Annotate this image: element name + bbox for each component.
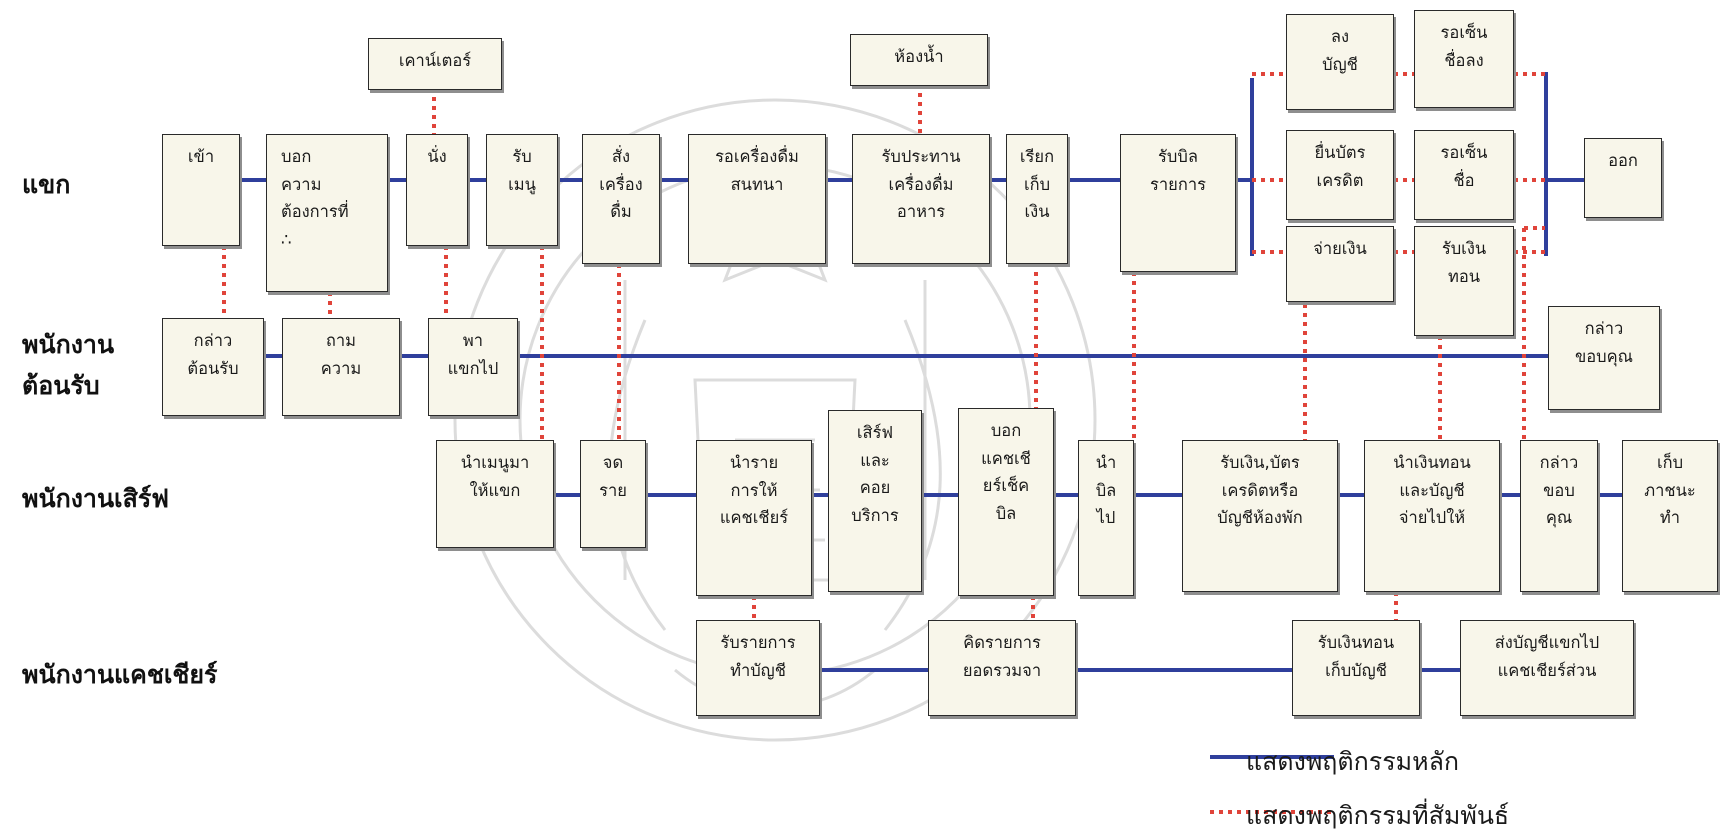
box-ask-need: ถาม ความ — [282, 318, 400, 416]
box-wait-sign-account: รอเซ็น ชื่อลง — [1414, 10, 1514, 108]
box-return-change: นำเงินทอน และบัญชี จ่ายไปให้ — [1364, 440, 1500, 592]
box-clear-table: เก็บ ภาชนะ ทำ — [1622, 440, 1718, 592]
box-wait-sign-card: รอเซ็น ชื่อ — [1414, 130, 1514, 220]
legend-main-label: แสดงพฤติกรรมหลัก — [1246, 747, 1460, 776]
box-sign-account: ลง บัญชี — [1286, 14, 1394, 110]
box-call-bill: เรียก เก็บ เงิน — [1006, 134, 1068, 264]
box-counter: เคาน์เตอร์ — [368, 38, 502, 90]
lane-label-receptionist: พนักงาน ต้อนรับ — [22, 330, 115, 401]
box-exit: ออก — [1584, 138, 1662, 218]
box-order-drink: สั่ง เครื่อง ดื่ม — [582, 134, 660, 264]
box-send-account: ส่งบัญชีแขกไป แคชเชียร์ส่วน — [1460, 620, 1634, 716]
box-eat: รับประทาน เครื่องดื่ม อาหาร — [852, 134, 990, 264]
box-pay-cash: จ่ายเงิน — [1286, 226, 1394, 302]
box-collect-payment: รับเงิน,บัตร เครดิตหรือ บัญชีห้องพัก — [1182, 440, 1338, 592]
box-calc-total: คิดรายการ ยอดรวมจา — [928, 620, 1076, 716]
box-tell-cashier: บอก แคชเชี ยร์เช็ค บิล — [958, 408, 1054, 596]
box-bring-bill: นำ บิล ไป — [1078, 440, 1134, 596]
box-receive-menu: รับ เมนู — [486, 134, 558, 246]
box-thank-receptionist: กล่าว ขอบคุณ — [1548, 306, 1660, 410]
box-take-order: จด ราย — [580, 440, 646, 548]
box-thank-server: กล่าว ขอบ คุณ — [1520, 440, 1598, 592]
box-wait-drink: รอเครื่องดื่ม สนทนา — [688, 134, 826, 264]
box-lead-guest: พา แขกไป — [428, 318, 518, 416]
box-send-order: นำราย การให้ แคชเชียร์ — [696, 440, 812, 596]
lane-label-cashier: พนักงานแคชเชียร์ — [22, 660, 218, 689]
lane-label-guest: แขก — [22, 170, 71, 199]
box-bring-menu: นำเมนูมา ให้แขก — [436, 440, 554, 548]
box-receive-change-cashier: รับเงินทอน เก็บบัญชี — [1292, 620, 1420, 716]
box-serve: เสิร์ฟ และ คอย บริการ — [828, 410, 922, 592]
legend-related-label: แสดงพฤติกรรมที่สัมพันธ์ — [1246, 801, 1510, 830]
box-record-order: รับรายการ ทำบัญชี — [696, 620, 820, 716]
box-give-card: ยื่นบัตร เครดิต — [1286, 130, 1394, 220]
box-state-need: บอก ความ ต้องการที่ ∴ — [266, 134, 388, 292]
lane-label-server: พนักงานเสิร์ฟ — [22, 484, 169, 513]
box-restroom: ห้องน้ำ — [850, 34, 988, 86]
box-receive-change: รับเงิน ทอน — [1414, 226, 1514, 336]
box-greet: กล่าว ต้อนรับ — [162, 318, 264, 416]
box-enter: เข้า — [162, 134, 240, 246]
box-receive-bill: รับบิล รายการ — [1120, 134, 1236, 272]
box-sit: นั่ง — [406, 134, 468, 246]
